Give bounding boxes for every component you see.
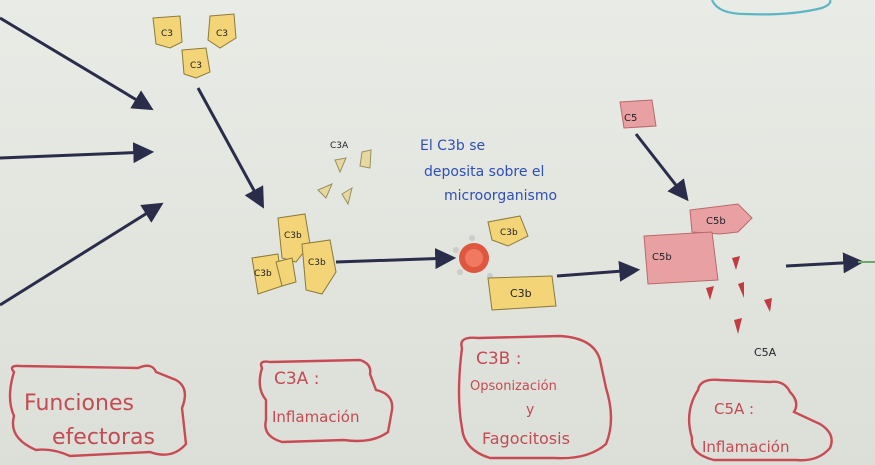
funciones-line-1: Funciones <box>24 391 134 416</box>
c3b-label-2: C3b <box>254 269 272 279</box>
c3b-box-line-1: C3B : <box>476 349 521 369</box>
c5a-box-line-1: C5A : <box>714 400 754 418</box>
cloud-funciones-efectoras: Funciones efectoras <box>8 364 188 458</box>
annotation: El C3b se deposita sobre el microorganis… <box>420 138 557 204</box>
arrow-left-middle <box>0 142 155 164</box>
arrow-left-upper <box>0 16 154 111</box>
c3-label-right: C3 <box>216 29 228 39</box>
c5b-left-label: C5b <box>652 252 672 263</box>
c3b-deposit-label: C3b <box>500 228 518 238</box>
arrow-c3b-to-microbe <box>335 248 457 270</box>
arrow-right-exit <box>785 252 865 274</box>
c3a-box-line-2: Inflamación <box>272 408 359 426</box>
c5b-top-label: C5b <box>706 216 726 227</box>
c3b-box-line-4: Fagocitosis <box>482 429 570 448</box>
arrow-c3-to-split <box>196 87 265 209</box>
c3b-loose-label: C3b <box>510 287 532 300</box>
c5b-left-piece <box>643 231 719 285</box>
cloud-c3b-opsonizacion: C3B : Opsonización y Fagocitosis <box>457 334 613 460</box>
top-right-cloud-fragment <box>710 0 832 16</box>
c3a-box-line-1: C3A : <box>274 369 319 389</box>
cloud-c3a-inflamacion: C3A : Inflamación <box>258 358 394 444</box>
c3b-label-3: C3b <box>308 258 326 268</box>
annotation-line-2: deposita sobre el <box>424 164 544 180</box>
annotation-line-1: El C3b se <box>420 138 485 154</box>
c3a-small-label: C3A <box>330 141 349 151</box>
c3b-loose-piece <box>487 275 557 311</box>
arrow-to-c5-convertase <box>556 260 641 282</box>
funciones-line-2: efectoras <box>52 425 155 450</box>
c5-piece <box>619 99 657 129</box>
cloud-c5a-inflamacion: C5A : Inflamación <box>687 378 833 462</box>
c3b-box-line-3: y <box>526 402 534 418</box>
arrow-left-lower <box>0 202 164 307</box>
annotation-line-3: microorganismo <box>444 188 557 204</box>
c5b-top-piece <box>689 203 753 235</box>
c5a-box-line-2: Inflamación <box>702 438 789 456</box>
c5a-label: C5A <box>754 346 777 359</box>
c5a-fragments <box>706 256 772 334</box>
c3b-deposit-piece <box>487 215 529 247</box>
c5-label: C5 <box>624 113 637 124</box>
c3b-label-1: C3b <box>284 231 302 241</box>
arrow-c5-down <box>634 133 689 202</box>
c3b-box-line-2: Opsonización <box>470 379 557 394</box>
microorganism <box>453 235 493 279</box>
c3-label-bottom: C3 <box>190 61 202 71</box>
c3-label-left: C3 <box>161 29 173 39</box>
c3-pieces-top: C3 C3 C3 <box>152 13 237 79</box>
c3b-cluster: C3b C3b C3b <box>251 213 337 295</box>
c3a-fragments <box>317 149 372 206</box>
